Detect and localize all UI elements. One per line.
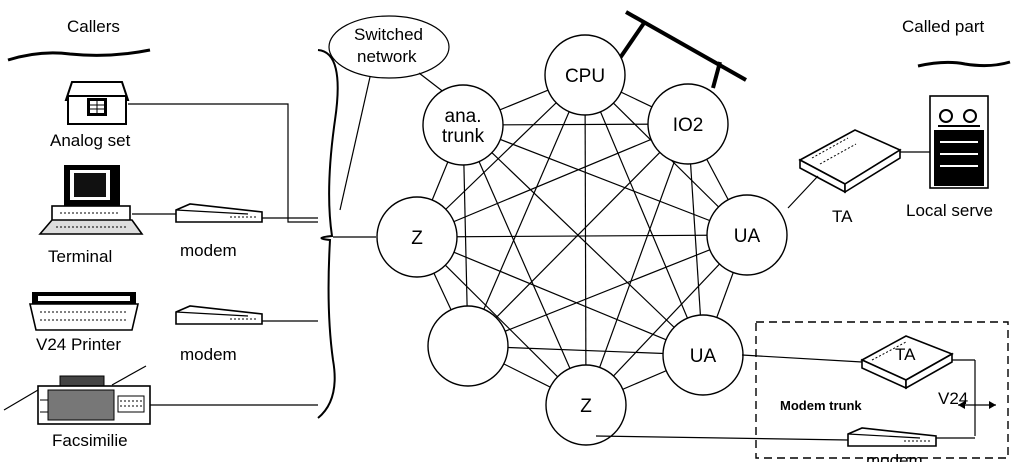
- mesh-link: [467, 74, 586, 347]
- v24-printer-label: V24 Printer: [36, 335, 121, 354]
- io2-bus-stub: [711, 61, 722, 89]
- node-circle: [706, 194, 788, 276]
- facsimilie-label: Facsimilie: [52, 431, 128, 450]
- mesh-link: [462, 124, 587, 406]
- network-to-bracket-link: [339, 76, 371, 211]
- analog-set-link: [128, 103, 318, 223]
- ta-bottom-label: TA: [895, 345, 916, 364]
- mesh-link: [416, 234, 748, 238]
- switched-network-label-2: network: [357, 47, 417, 66]
- mesh-link: [416, 123, 689, 238]
- node-label: CPU: [565, 66, 605, 87]
- callers-heading: Callers: [67, 17, 120, 36]
- ta-top-label: TA: [832, 207, 853, 226]
- modem-icon: [175, 203, 263, 223]
- io2-node: IO2: [647, 83, 729, 165]
- node-label: IO2: [673, 115, 704, 136]
- callers-bracket: [317, 49, 339, 419]
- node-label: UA: [690, 346, 717, 367]
- ana-trunk-node: ana.trunk: [422, 84, 504, 166]
- node-circle: [427, 305, 509, 387]
- cpu-node: CPU: [544, 34, 626, 116]
- z-left-node: Z: [376, 196, 458, 278]
- modem-icon: [847, 427, 937, 447]
- terminal-adapter-icon: [860, 335, 954, 390]
- computer-terminal-icon: [38, 165, 144, 235]
- node-label: Z: [411, 228, 423, 249]
- ua-to-ta-bottom-link: [741, 354, 863, 363]
- node-circle: [647, 83, 729, 165]
- telephone-icon: [64, 81, 130, 125]
- callers-squiggle: [7, 48, 151, 62]
- ua-bottom-node: UA: [662, 314, 744, 396]
- z-bottom-node: Z: [545, 364, 627, 446]
- mesh-link: [462, 124, 704, 356]
- modem-1-label: modem: [180, 241, 237, 260]
- mesh-link: [585, 123, 689, 406]
- modem-icon: [175, 305, 263, 325]
- local-server-label: Local serve: [906, 201, 993, 220]
- called-squiggle: [917, 60, 1011, 68]
- server-icon: [929, 95, 989, 189]
- printer-icon: [28, 292, 140, 331]
- ua-right-node: UA: [706, 194, 788, 276]
- node-circle: [544, 34, 626, 116]
- terminal-label: Terminal: [48, 247, 112, 266]
- cpu-bus-bar: [625, 10, 747, 82]
- unlabeled-node: [427, 305, 509, 387]
- node-circle: [422, 84, 504, 166]
- fax-machine-icon: [3, 365, 151, 425]
- mesh-link: [462, 124, 748, 236]
- modem-trunk-box: [755, 321, 1009, 459]
- mesh-link: [416, 236, 704, 356]
- switched-network-label-1: Switched: [354, 25, 423, 44]
- ua-to-ta-link: [787, 175, 819, 209]
- modem-trunk-label: Modem trunk: [780, 398, 862, 413]
- switched-network-cloud: [328, 15, 450, 79]
- modem-bottom-label: modem: [866, 451, 923, 462]
- v24-arrow-right-head: [989, 401, 996, 409]
- node-label: trunk: [442, 126, 485, 147]
- terminal-adapter-icon: [798, 129, 902, 194]
- v24-arrow-left-head: [958, 401, 965, 409]
- node-circle: [376, 196, 458, 278]
- called-party-heading: Called part: [902, 17, 984, 36]
- v24-label: V24: [938, 389, 968, 408]
- mesh-link: [467, 234, 748, 347]
- node-label: UA: [734, 226, 761, 247]
- node-label: Z: [580, 396, 592, 417]
- node-circle: [545, 364, 627, 446]
- cpu-bus-stub: [618, 21, 646, 60]
- analog-set-label: Analog set: [50, 131, 131, 150]
- z-to-modem-link: [595, 435, 849, 441]
- mesh-link: [584, 74, 704, 356]
- node-label: ana.: [445, 106, 482, 127]
- modem-2-label: modem: [180, 345, 237, 364]
